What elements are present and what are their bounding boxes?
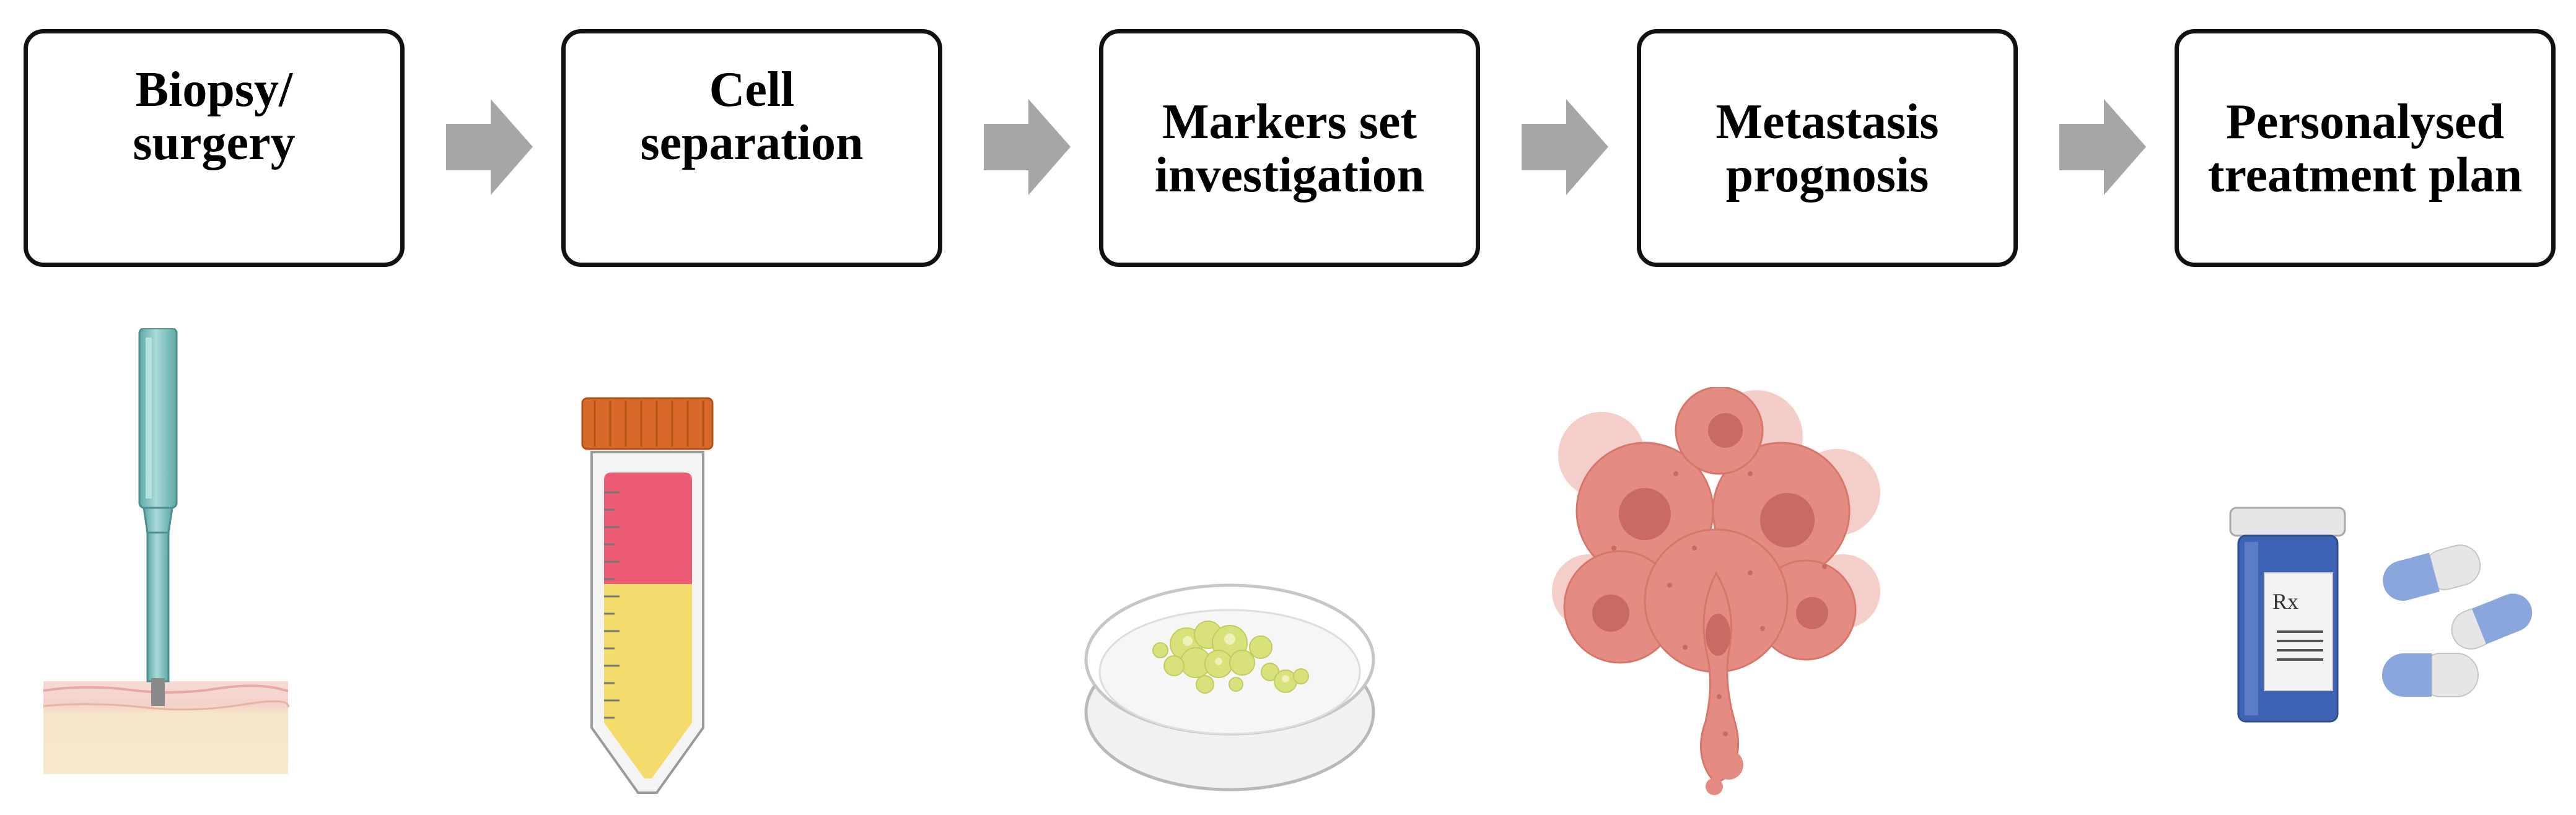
step-box-biopsy: Biopsy/ surgery [24,29,405,267]
step-label-biopsy: Biopsy/ surgery [133,63,296,170]
arrow-right-icon [2059,99,2146,195]
arrow-right-icon [446,99,533,195]
arrow-right-icon [1522,99,1608,195]
step-label-markers: Markers set investigation [1154,95,1425,203]
step-box-cell-separation: Cell separation [561,29,942,267]
biopsy-needle-skin-icon [43,328,289,774]
step-label-metastasis: Metastasis prognosis [1715,95,1939,203]
metastasis-cells-icon [1552,387,1880,795]
medication-bottle-pills-icon: Rx [2229,507,2533,723]
step-box-markers: Markers set investigation [1099,29,1480,267]
centrifuge-tube-icon [581,397,714,794]
petri-dish-icon [1084,583,1375,791]
rx-label: Rx [2272,589,2298,614]
step-label-cell-separation: Cell separation [640,63,864,170]
step-box-treatment: Personalysed treatment plan [2175,29,2556,267]
arrow-right-icon [984,99,1071,195]
step-label-treatment: Personalysed treatment plan [2207,95,2523,203]
step-box-metastasis: Metastasis prognosis [1637,29,2018,267]
